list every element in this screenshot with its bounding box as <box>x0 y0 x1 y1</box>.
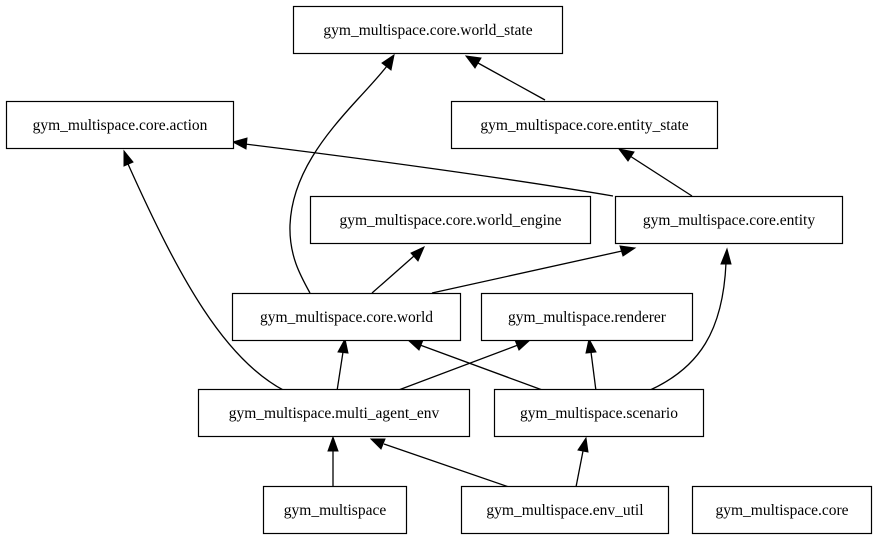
edge-world-to-entity <box>431 245 637 294</box>
edge-scenario-to-renderer <box>585 337 597 392</box>
node-renderer: gym_multispace.renderer <box>480 292 694 342</box>
edge-multi-agent-env-to-renderer <box>395 339 532 392</box>
node-multi-agent-env-label: gym_multispace.multi_agent_env <box>229 405 440 422</box>
node-entity-state: gym_multispace.core.entity_state <box>450 100 719 150</box>
edge-scenario-to-entity <box>647 247 732 392</box>
node-multi-agent-env: gym_multispace.multi_agent_env <box>197 388 471 438</box>
node-entity-state-label: gym_multispace.core.entity_state <box>480 117 688 134</box>
node-core-label: gym_multispace.core <box>716 502 849 519</box>
node-world-state: gym_multispace.core.world_state <box>292 5 564 55</box>
edge-scenario-to-world <box>406 339 546 392</box>
node-env-util-label: gym_multispace.env_util <box>486 502 643 519</box>
node-gym-multispace-label: gym_multispace <box>284 502 387 519</box>
edge-gym-multispace-to-multi-agent-env <box>327 435 339 487</box>
node-renderer-label: gym_multispace.renderer <box>508 309 667 326</box>
node-world-engine: gym_multispace.core.world_engine <box>309 195 592 245</box>
node-scenario: gym_multispace.scenario <box>493 388 705 438</box>
node-action-label: gym_multispace.core.action <box>33 117 208 134</box>
node-entity: gym_multispace.core.entity <box>614 195 844 245</box>
node-world-state-label: gym_multispace.core.world_state <box>323 22 532 39</box>
edge-entity-to-action <box>231 137 614 197</box>
edge-env-util-to-scenario <box>575 436 589 488</box>
edge-world-to-world-engine <box>371 246 425 294</box>
edge-env-util-to-multi-agent-env <box>369 438 510 488</box>
node-scenario-label: gym_multispace.scenario <box>520 405 678 422</box>
edge-world-to-world-state <box>289 53 395 294</box>
node-env-util: gym_multispace.env_util <box>460 485 670 535</box>
node-world: gym_multispace.core.world <box>231 292 462 342</box>
edge-entity-to-entity-state <box>617 148 693 197</box>
node-gym-multispace: gym_multispace <box>262 485 408 535</box>
node-core: gym_multispace.core <box>691 485 873 535</box>
node-world-label: gym_multispace.core.world <box>260 309 433 326</box>
node-action: gym_multispace.core.action <box>5 100 235 150</box>
node-world-engine-label: gym_multispace.core.world_engine <box>339 212 561 229</box>
edge-multi-agent-env-to-world <box>336 337 349 392</box>
edge-entity-state-to-world-state <box>464 55 546 101</box>
edge-multi-agent-env-to-action <box>123 149 286 392</box>
node-entity-label: gym_multispace.core.entity <box>643 212 815 229</box>
